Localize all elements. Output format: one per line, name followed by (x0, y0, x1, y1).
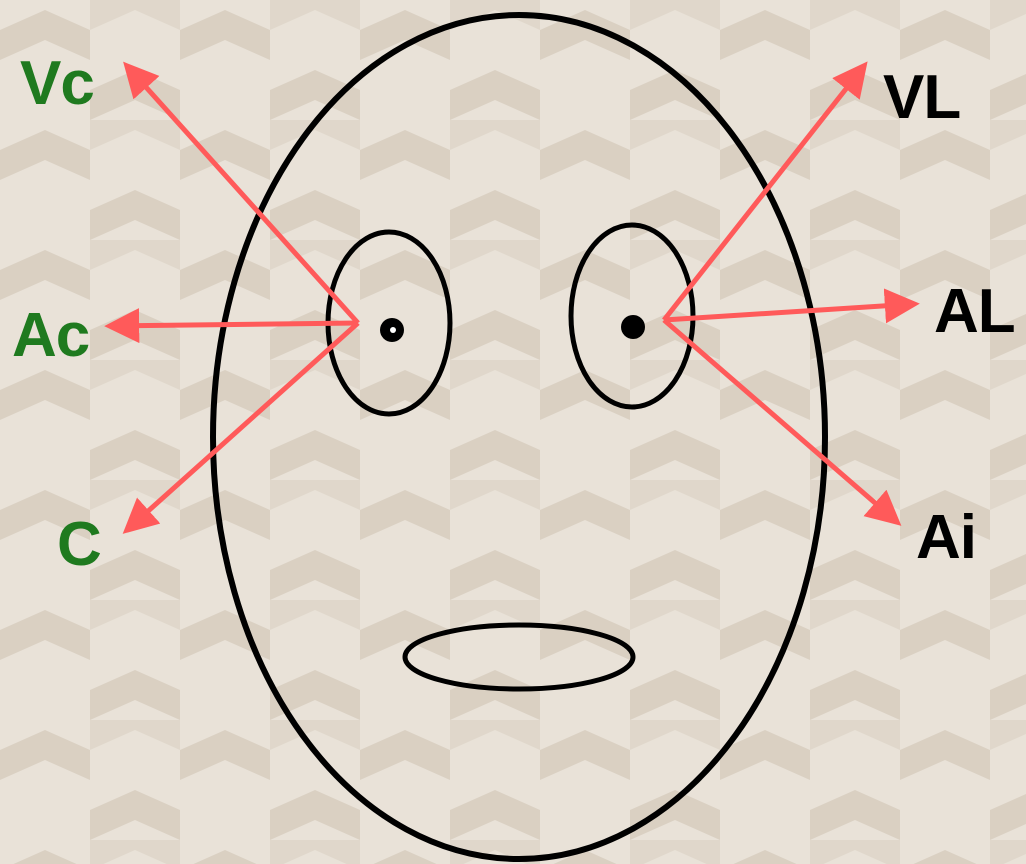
label-ai: Ai (916, 503, 976, 572)
right-pupil (621, 315, 645, 339)
arrow-ac (110, 323, 358, 326)
label-ac: Ac (12, 301, 89, 370)
left-pupil-highlight (390, 327, 396, 333)
label-vc: Vc (20, 49, 94, 118)
label-al: AL (934, 277, 1015, 346)
label-c: C (57, 510, 101, 579)
label-vl: VL (883, 63, 960, 132)
